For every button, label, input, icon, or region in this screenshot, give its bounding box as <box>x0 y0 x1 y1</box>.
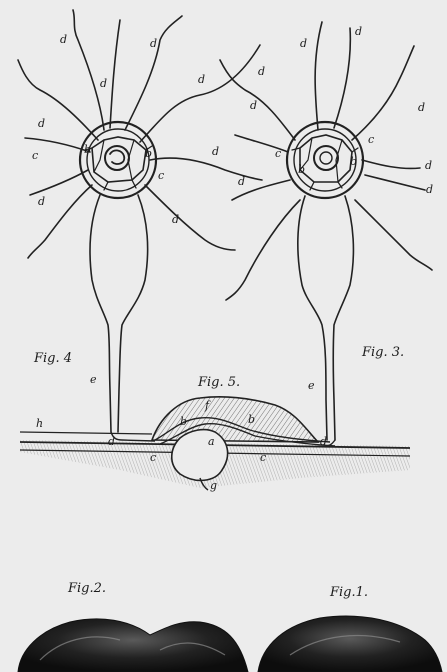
label-d: d <box>238 176 245 187</box>
label-d: d <box>198 74 205 85</box>
label-d: d <box>212 146 219 157</box>
fig4-caption: Fig. 4 <box>34 352 72 365</box>
label-b: b <box>84 144 91 155</box>
fig5-caption: Fig. 5. <box>198 376 240 389</box>
label-e: e <box>90 374 97 385</box>
label-g: g <box>210 480 217 491</box>
fig3-nerve-cell <box>220 22 432 440</box>
label-d: d <box>300 38 307 49</box>
label-c: c <box>260 452 266 463</box>
label-d: d <box>425 160 432 171</box>
label-c: c <box>368 134 374 145</box>
label-h: h <box>36 418 43 429</box>
label-d: d <box>250 100 257 111</box>
fig1-dark-mass <box>258 616 442 672</box>
label-d: d <box>172 214 179 225</box>
label-d: d <box>60 34 67 45</box>
label-d: d <box>38 118 45 129</box>
label-d: d <box>100 78 107 89</box>
label-c: c <box>32 150 38 161</box>
label-d: d <box>418 102 425 113</box>
fig2-caption: Fig.2. <box>68 582 106 595</box>
fig1-caption: Fig.1. <box>330 586 368 599</box>
label-b: b <box>298 164 305 175</box>
label-b: b <box>145 148 152 159</box>
label-d: d <box>108 436 115 447</box>
label-c: c <box>158 170 164 181</box>
label-a: a <box>208 436 215 447</box>
label-d: d <box>320 436 327 447</box>
label-c: c <box>275 148 281 159</box>
label-c: c <box>150 452 156 463</box>
fig3-caption: Fig. 3. <box>362 346 404 359</box>
label-b: b <box>350 156 357 167</box>
label-f: f <box>205 400 209 411</box>
label-d: d <box>426 184 433 195</box>
label-b: b <box>248 414 255 425</box>
label-d: d <box>258 66 265 77</box>
label-d: d <box>355 26 362 37</box>
label-b: b <box>180 416 187 427</box>
fig5-section <box>20 397 410 490</box>
label-e: e <box>308 380 315 391</box>
fig2-dark-mass <box>18 619 248 672</box>
label-d: d <box>38 196 45 207</box>
label-d: d <box>150 38 157 49</box>
fig4-nerve-cell <box>18 10 262 432</box>
